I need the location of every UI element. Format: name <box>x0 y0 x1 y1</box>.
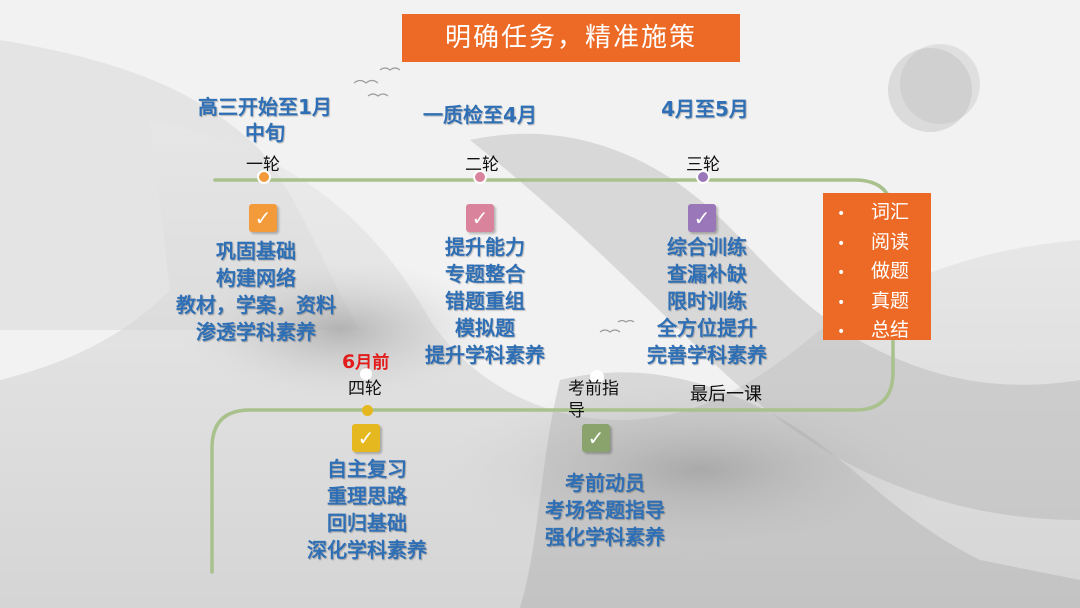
stage-1-item: 渗透学科素养 <box>150 319 362 346</box>
key-task-item: •阅读 <box>823 229 931 259</box>
stage-2-items: 提升能力 专题整合 错题重组 模拟题 提升学科素养 <box>400 234 570 369</box>
stage-5-round-line-1: 考前指 <box>568 378 619 400</box>
key-task-item: •总结 <box>823 317 931 347</box>
stage-1-period: 高三开始至1月 中旬 <box>180 94 350 146</box>
stage-5-item: 强化学科素养 <box>520 524 690 551</box>
stage-5-item: 考场答题指导 <box>520 497 690 524</box>
key-tasks-box: •词汇 •阅读 •做题 •真题 •总结 <box>823 193 931 340</box>
stage-3-item: 完善学科素养 <box>622 342 792 369</box>
stage-1-item: 巩固基础 <box>150 238 362 265</box>
stage-4-round-label: 四轮 <box>348 374 382 399</box>
stage-3-item: 查漏补缺 <box>622 261 792 288</box>
bullet-icon: • <box>837 231 871 259</box>
stage-5-checkbox-icon: ✓ <box>582 424 610 452</box>
bullet-icon: • <box>837 201 871 229</box>
key-task-item: •做题 <box>823 258 931 288</box>
last-lesson-label: 最后一课 <box>690 380 762 406</box>
stage-4-item: 自主复习 <box>282 456 452 483</box>
key-task-label: 真题 <box>871 290 909 312</box>
stage-2-item: 提升学科素养 <box>400 342 570 369</box>
stage-4-timeline-dot <box>362 405 373 416</box>
stage-4-items: 自主复习 重理思路 回归基础 深化学科素养 <box>282 456 452 564</box>
stage-1-items: 巩固基础 构建网络 教材，学案，资料 渗透学科素养 <box>150 238 362 346</box>
stage-2-item: 提升能力 <box>400 234 570 261</box>
key-task-label: 阅读 <box>871 231 909 253</box>
stage-1-timeline-dot <box>257 170 271 184</box>
stage-5-item: 考前动员 <box>520 470 690 497</box>
bullet-icon: • <box>837 319 871 347</box>
stage-5-items: 考前动员 考场答题指导 强化学科素养 <box>520 470 690 551</box>
stage-4-period-number: 6 <box>342 351 355 373</box>
stage-2-period: 一质检至4月 <box>405 102 555 128</box>
stage-3-period-line-1: 4月至5月 <box>630 96 780 122</box>
stage-4-item: 重理思路 <box>282 483 452 510</box>
stage-4-checkbox-icon: ✓ <box>352 424 380 452</box>
stage-1-item: 教材，学案，资料 <box>150 292 362 319</box>
stage-2-item: 模拟题 <box>400 315 570 342</box>
page-title: 明确任务，精准施策 <box>402 14 740 62</box>
stage-3-timeline-dot <box>696 170 710 184</box>
stage-3-item: 全方位提升 <box>622 315 792 342</box>
key-task-item: •词汇 <box>823 199 931 229</box>
stage-3-item: 限时训练 <box>622 288 792 315</box>
stage-3-period: 4月至5月 <box>630 96 780 122</box>
stage-2-item: 专题整合 <box>400 261 570 288</box>
stage-2-item: 错题重组 <box>400 288 570 315</box>
stage-5-round-label: 考前指 导 <box>568 378 619 422</box>
key-task-item: •真题 <box>823 288 931 318</box>
stage-1-item: 构建网络 <box>150 265 362 292</box>
stage-5-round-line-2: 导 <box>568 400 619 422</box>
stage-3-items: 综合训练 查漏补缺 限时训练 全方位提升 完善学科素养 <box>622 234 792 369</box>
stage-4-item: 回归基础 <box>282 510 452 537</box>
bullet-icon: • <box>837 260 871 288</box>
stage-4-item: 深化学科素养 <box>282 537 452 564</box>
bullet-icon: • <box>837 290 871 318</box>
stage-3-checkbox-icon: ✓ <box>688 204 716 232</box>
key-task-label: 做题 <box>871 260 909 282</box>
key-task-label: 总结 <box>871 319 909 341</box>
stage-3-item: 综合训练 <box>622 234 792 261</box>
stage-2-period-line-1: 一质检至4月 <box>405 102 555 128</box>
key-task-label: 词汇 <box>871 201 909 223</box>
stage-1-checkbox-icon: ✓ <box>249 204 277 232</box>
stage-1-period-line-1: 高三开始至1月 <box>180 94 350 120</box>
stage-1-period-line-2: 中旬 <box>180 120 350 146</box>
stage-2-timeline-dot <box>473 170 487 184</box>
stage-2-checkbox-icon: ✓ <box>466 204 494 232</box>
